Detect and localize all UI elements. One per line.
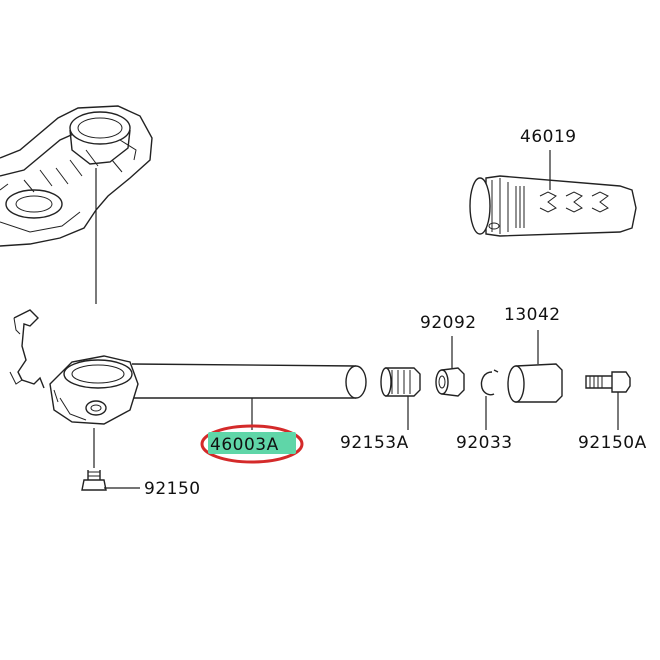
- plug-drawing: [380, 367, 421, 397]
- end-bolt-drawing: [585, 371, 631, 393]
- label-13042: 13042: [504, 305, 561, 325]
- upper-triple-clamp-drawing: [0, 105, 153, 247]
- label-92153a: 92153A: [340, 433, 409, 453]
- circlip-drawing: [480, 369, 499, 396]
- highlight-ring: [200, 424, 304, 464]
- label-92092: 92092: [420, 313, 477, 333]
- label-92150a: 92150A: [578, 433, 647, 453]
- label-46019: 46019: [520, 127, 577, 147]
- label-46003a: 46003A: [210, 435, 279, 455]
- clamp-bolt-drawing: [81, 470, 107, 491]
- highlight-fill: [208, 432, 296, 454]
- label-92150: 92150: [144, 479, 201, 499]
- highlight-46003a: 46003A: [200, 424, 304, 464]
- weight-drawing: [507, 363, 563, 403]
- collar-drawing: [435, 367, 465, 397]
- bracket-drawing: [9, 309, 45, 389]
- label-92033: 92033: [456, 433, 513, 453]
- handlebar-drawing: [49, 355, 367, 425]
- grip-drawing: [469, 175, 637, 237]
